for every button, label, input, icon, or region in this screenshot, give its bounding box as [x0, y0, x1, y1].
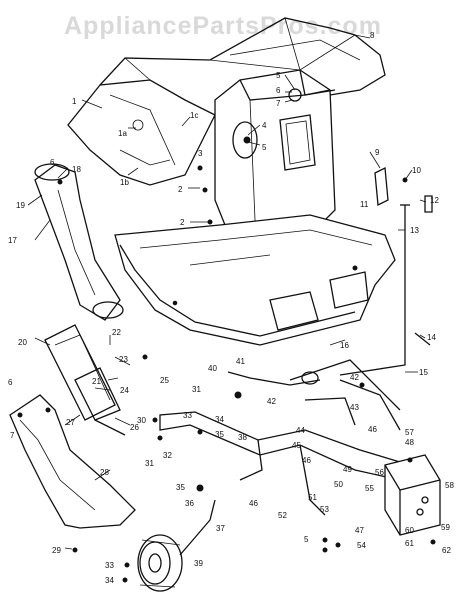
callout-label: 37: [216, 524, 225, 533]
callout-label: 11: [360, 200, 369, 209]
callout-label: 46: [302, 456, 311, 465]
callout-label: 22: [112, 328, 121, 337]
callout-label: 48: [405, 438, 414, 447]
callout-label: 38: [238, 433, 247, 442]
callout-label: 14: [427, 333, 436, 342]
callout-label: 50: [334, 480, 343, 489]
callout-label: 17: [8, 236, 17, 245]
callout-labels: 1 1a 1b 1c 2 2 3 4 5 5 5 6 6 6 7 7 8 9 1…: [8, 31, 454, 585]
hitch-bracket: [384, 454, 441, 536]
callout-label: 57: [405, 428, 414, 437]
callout-label: 29: [52, 546, 61, 555]
linkage: [227, 371, 356, 426]
callout-label: 31: [145, 459, 154, 468]
wheel: [137, 499, 216, 592]
support-rod: [339, 204, 410, 376]
callout-label: 1c: [190, 111, 198, 120]
callout-label: 53: [320, 505, 329, 514]
callout-label: 43: [350, 403, 359, 412]
callout-label: 52: [278, 511, 287, 520]
callout-label: 35: [215, 430, 224, 439]
callout-label: 47: [355, 526, 364, 535]
engine-housing: [214, 69, 336, 246]
callout-label: 44: [296, 426, 305, 435]
callout-label: 25: [160, 376, 169, 385]
callout-label: 13: [410, 226, 419, 235]
callout-label: 4: [262, 121, 267, 130]
callout-label: 24: [120, 386, 129, 395]
callout-label: 62: [442, 546, 451, 555]
leader-lines: [27, 34, 427, 550]
callout-label: 28: [100, 468, 109, 477]
chute-shield: [44, 324, 116, 421]
callout-label: 5: [276, 71, 281, 80]
callout-label: 5: [262, 143, 267, 152]
callout-label: 59: [441, 523, 450, 532]
callout-label: 30: [137, 416, 146, 425]
callout-label: 1a: [118, 129, 127, 138]
callout-label: 39: [194, 559, 203, 568]
callout-label: 41: [236, 357, 245, 366]
callout-label: 20: [18, 338, 27, 347]
callout-label: 33: [105, 561, 114, 570]
callout-label: 2: [180, 218, 185, 227]
callout-label: 46: [368, 425, 377, 434]
callout-label: 12: [430, 196, 439, 205]
callout-label: 1b: [120, 178, 129, 187]
callout-label: 36: [185, 499, 194, 508]
callout-label: 6: [8, 378, 13, 387]
callout-label: 8: [370, 31, 375, 40]
callout-label: 9: [375, 148, 380, 157]
callout-label: 34: [105, 576, 114, 585]
callout-label: 23: [119, 355, 128, 364]
chute-deflector: [74, 367, 126, 436]
lower-chute: [9, 394, 136, 529]
callout-label: 7: [276, 99, 281, 108]
callout-label: 46: [249, 499, 258, 508]
callout-label: 6: [50, 158, 55, 167]
intake-hose: [34, 163, 124, 321]
callout-label: 16: [340, 341, 349, 350]
callout-label: 15: [419, 368, 428, 377]
watermark: AppliancePartsPros.com: [64, 12, 382, 40]
callout-label: 21: [92, 377, 101, 386]
callout-label: 18: [72, 165, 81, 174]
callout-label: 5: [304, 535, 309, 544]
base-tray: [114, 214, 396, 346]
callout-label: 35: [176, 483, 185, 492]
callout-label: 31: [192, 385, 201, 394]
callout-label: 45: [292, 441, 301, 450]
callout-label: 33: [183, 411, 192, 420]
callout-label: 60: [405, 526, 414, 535]
callout-label: 7: [10, 431, 15, 440]
axle-frame: [159, 359, 412, 516]
callout-label: 49: [343, 465, 352, 474]
callout-label: 1: [72, 97, 77, 106]
callout-label: 42: [267, 397, 276, 406]
callout-label: 34: [215, 415, 224, 424]
callout-label: 58: [445, 481, 454, 490]
callout-label: 27: [66, 418, 75, 427]
callout-label: 3: [198, 149, 203, 158]
callout-label: 26: [130, 423, 139, 432]
callout-label: 54: [357, 541, 366, 550]
callout-label: 56: [375, 468, 384, 477]
callout-label: 61: [405, 539, 414, 548]
callout-label: 2: [178, 185, 183, 194]
callout-label: 10: [412, 166, 421, 175]
callout-label: 32: [163, 451, 172, 460]
callout-label: 6: [276, 86, 281, 95]
callout-label: 51: [308, 493, 317, 502]
callout-label: 42: [350, 373, 359, 382]
callout-label: 19: [16, 201, 25, 210]
callout-label: 55: [365, 484, 374, 493]
callout-label: 40: [208, 364, 217, 373]
